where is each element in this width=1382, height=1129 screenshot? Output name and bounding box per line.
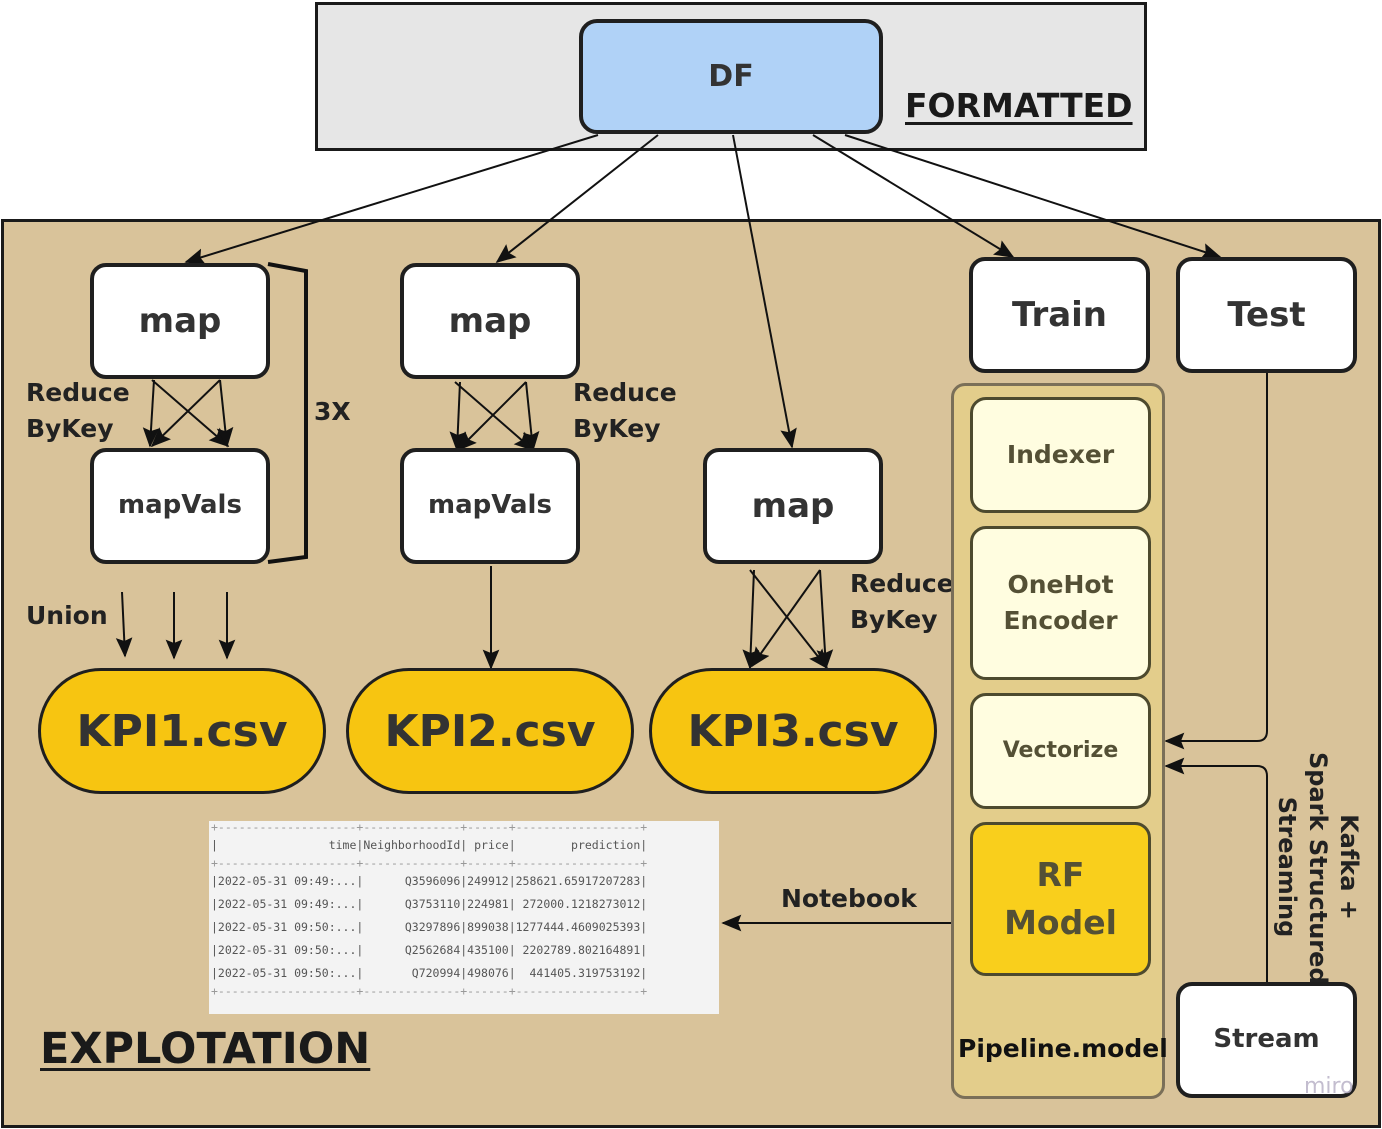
- edge-union: [115, 591, 133, 658]
- edge-kpi3-shuffle: [816, 569, 834, 670]
- edge-kpi2-shuffle: [454, 381, 535, 452]
- kpi2-mapvals-node[interactable]: mapVals: [400, 448, 580, 564]
- table-row: |2022-05-31 09:49:...| Q3596096|249912|2…: [211, 874, 648, 888]
- reduce-bykey-label: Reduce ByKey: [26, 378, 130, 444]
- test-node[interactable]: Test: [1176, 257, 1357, 373]
- train-node[interactable]: Train: [969, 257, 1150, 373]
- edge-df-kpi3-map: [732, 134, 797, 449]
- repeat-bracket: [267, 262, 308, 564]
- pipeline-stage-vectorize[interactable]: Vectorize: [970, 693, 1151, 809]
- df-node[interactable]: DF: [579, 19, 883, 134]
- edge-kpi2-shuffle: [449, 381, 467, 452]
- table-row: |2022-05-31 09:50:...| Q3297896|899038|1…: [211, 920, 648, 934]
- kpi3-map-node[interactable]: map: [703, 448, 883, 564]
- miro-watermark: miro: [1304, 1074, 1354, 1099]
- edge-test-vectorize: [1164, 373, 1268, 750]
- edge-df-kpi2-map: [495, 134, 659, 264]
- pipeline-stage-indexer[interactable]: Indexer: [970, 397, 1151, 513]
- edge-kpi1-shuffle: [142, 379, 160, 448]
- pipeline-model-container[interactable]: Indexer OneHot Encoder Vectorize RF Mode…: [951, 383, 1168, 1099]
- edge-kpi2-shuffle: [522, 381, 540, 452]
- edge-kpi1-shuffle: [150, 379, 221, 448]
- kpi3-output[interactable]: KPI3.csv: [649, 668, 937, 794]
- repeat-label: 3X: [314, 397, 351, 426]
- edge-kpi3-shuffle: [751, 569, 821, 668]
- stream-node[interactable]: Stream: [1176, 982, 1357, 1098]
- table-row: |2022-05-31 09:50:...| Q2562684|435100| …: [211, 943, 648, 957]
- kpi2-output[interactable]: KPI2.csv: [346, 668, 634, 794]
- notebook-label: Notebook: [781, 884, 917, 913]
- pipeline-title: Pipeline.model: [958, 1034, 1168, 1063]
- table-body: |2022-05-31 09:49:...| Q3596096|249912|2…: [211, 870, 717, 985]
- formatted-title: FORMATTED: [905, 86, 1133, 125]
- table-border: +--------------------+--------------+---…: [211, 985, 648, 998]
- edge-kpi1-shuffle: [216, 379, 234, 448]
- edge-kpi3-shuffle: [742, 569, 760, 670]
- prediction-results-table: +--------------------+--------------+---…: [209, 821, 719, 1014]
- union-label: Union: [26, 601, 108, 630]
- edge-stream-vectorize: [1164, 757, 1268, 982]
- streaming-label: Kafka + Spark Structured Streaming: [1272, 752, 1363, 985]
- pipeline-stage-rf-model[interactable]: RF Model: [970, 822, 1151, 976]
- reduce-bykey-label: Reduce ByKey: [573, 378, 677, 444]
- edge-df-kpi1-map: [184, 134, 599, 265]
- kpi1-mapvals-node[interactable]: mapVals: [90, 448, 270, 564]
- explotation-title: EXPLOTATION: [40, 1024, 371, 1074]
- kpi1-map-node[interactable]: map: [90, 263, 270, 379]
- table-border: +--------------------+--------------+---…: [211, 857, 648, 870]
- table-row: |2022-05-31 09:49:...| Q3753110|224981| …: [211, 897, 648, 911]
- table-row: |2022-05-31 09:50:...| Q720994|498076| 4…: [211, 966, 648, 980]
- edge-kpi2-shuffle: [456, 381, 527, 452]
- pipeline-stage-onehot-encoder[interactable]: OneHot Encoder: [970, 526, 1151, 680]
- table-border: +--------------------+--------------+---…: [211, 821, 648, 834]
- kpi1-output[interactable]: KPI1.csv: [38, 668, 326, 794]
- kpi2-map-node[interactable]: map: [400, 263, 580, 379]
- table-header-row: | time|NeighborhoodId| price| prediction…: [211, 838, 648, 852]
- edge-df-test: [844, 134, 1222, 260]
- edge-kpi3-shuffle: [749, 569, 829, 670]
- reduce-bykey-label: Reduce ByKey: [850, 569, 954, 635]
- edge-kpi1-shuffle: [151, 379, 230, 448]
- edge-df-train: [812, 134, 1015, 258]
